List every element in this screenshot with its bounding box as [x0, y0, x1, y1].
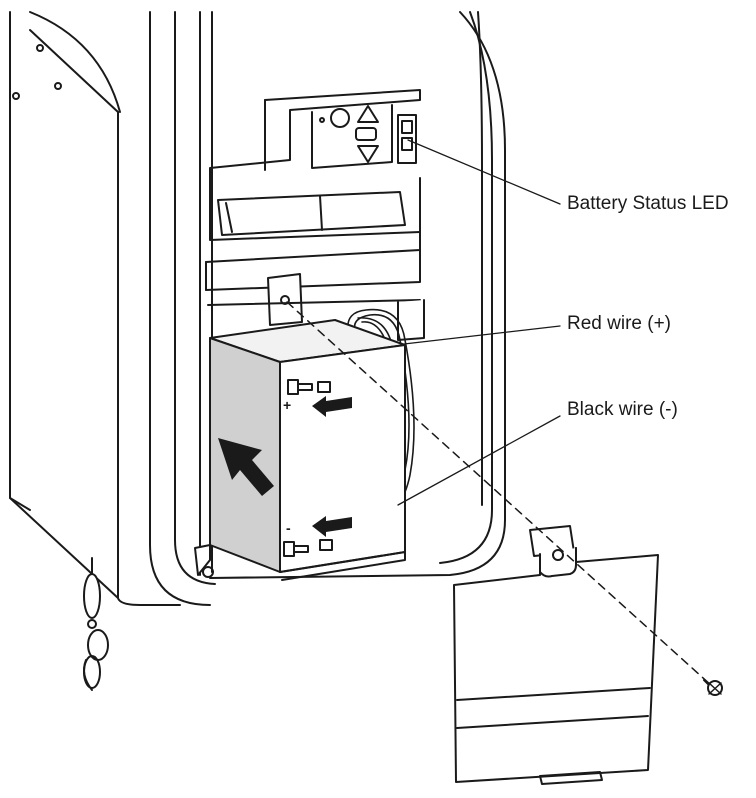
leader-battery-led: [407, 139, 561, 205]
negative-mark: -: [286, 520, 291, 536]
label-black-wire: Black wire (-): [567, 399, 678, 420]
arrow-positive-terminal: [312, 396, 352, 417]
leader-red-wire: [403, 325, 561, 345]
positive-mark: +: [283, 397, 291, 413]
arrow-negative-terminal: [312, 516, 352, 537]
mounting-tab: [207, 273, 425, 341]
battery: [194, 319, 406, 581]
assembly-dashed-line: [286, 301, 713, 687]
housing-side-panel: [9, 11, 121, 599]
leader-black-wire: [397, 415, 561, 506]
big-insert-arrow: [218, 438, 274, 496]
emergency-release-handle: [83, 557, 109, 691]
control-panel: [205, 89, 421, 291]
label-red-wire: Red wire (+): [567, 313, 671, 334]
label-battery-status-led: Battery Status LED: [567, 193, 729, 214]
screw: [703, 679, 723, 696]
insert-arrows: [218, 396, 352, 537]
